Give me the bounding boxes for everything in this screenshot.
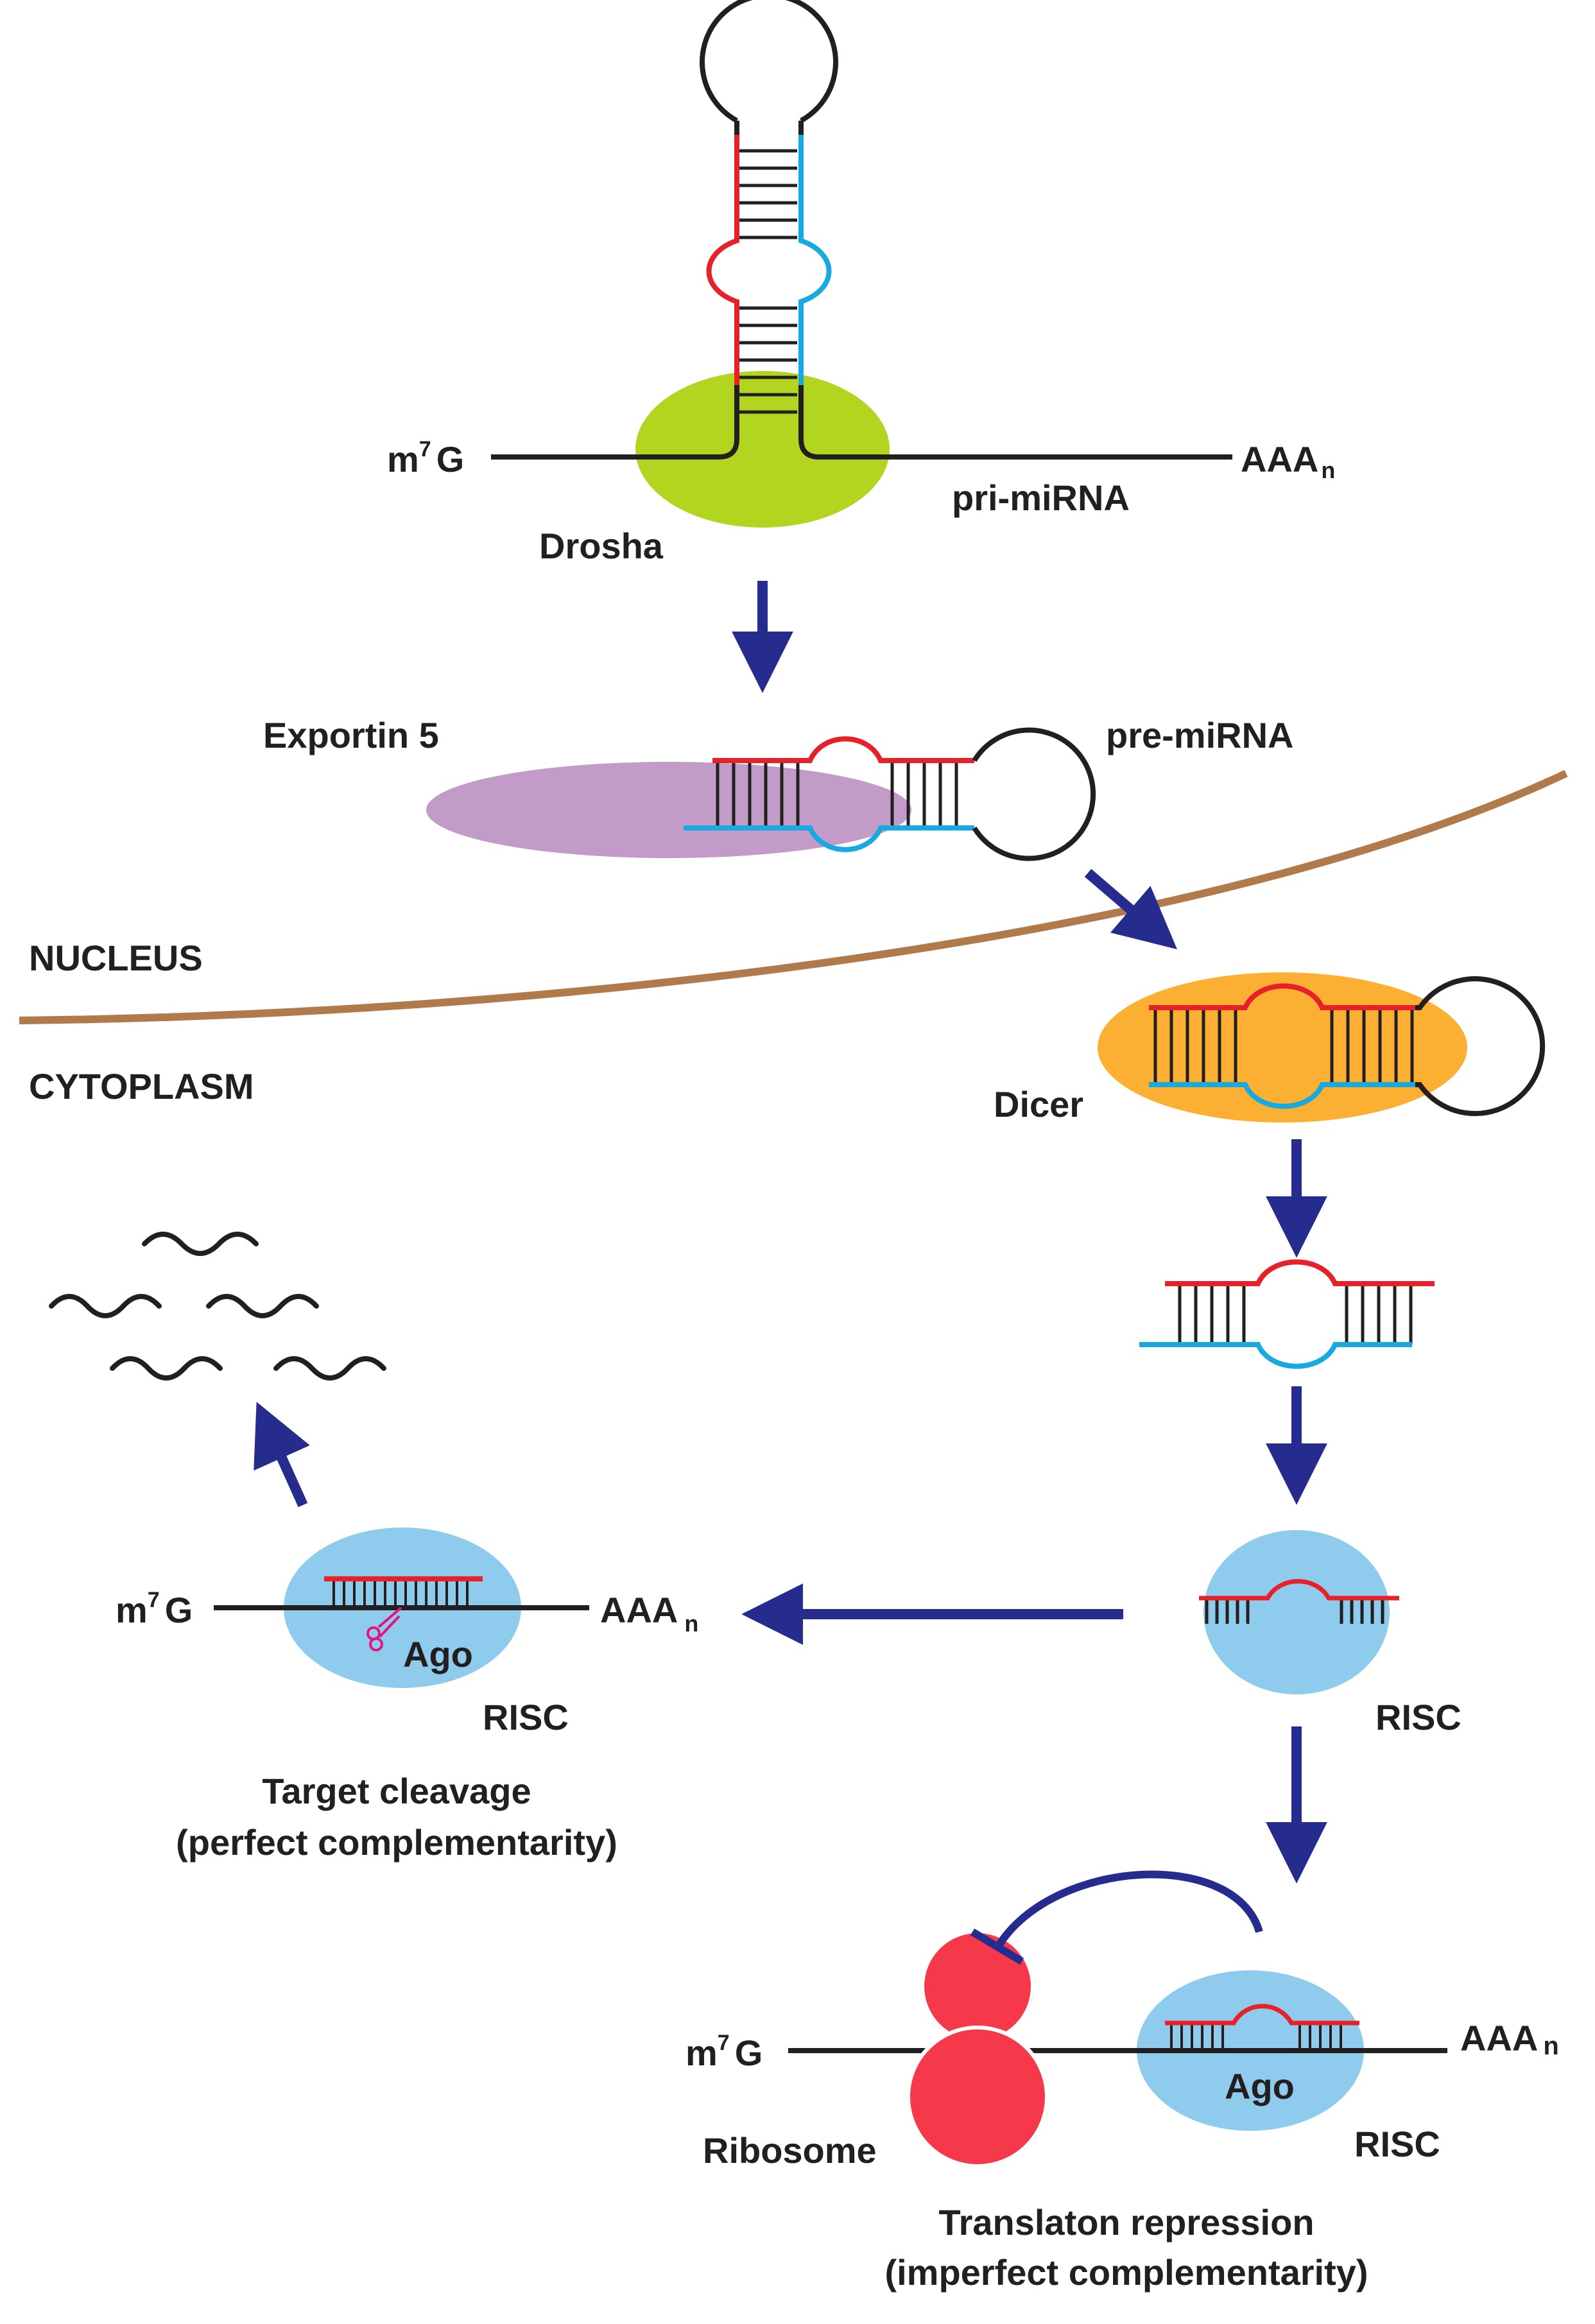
dicer-stage: Dicer xyxy=(994,972,1546,1124)
pre-mirna-base-pairs xyxy=(716,761,958,828)
ribosome-small-subunit xyxy=(924,1933,1031,2040)
drosha-label: Drosha xyxy=(539,526,664,566)
duplex-passenger-strand xyxy=(1139,1342,1412,1369)
drosha-ellipse xyxy=(635,371,890,528)
mrna-fragment xyxy=(49,1294,162,1318)
pri-mirna-right-tail xyxy=(798,385,1232,460)
exportin5-ellipse xyxy=(426,762,911,858)
repression-risc-label: RISC xyxy=(1354,2124,1440,2164)
repression-title: Translaton repression xyxy=(938,2202,1314,2242)
inhibition-arc xyxy=(994,1870,1263,1949)
arrow-cleavage-to-fragments xyxy=(254,1402,310,1508)
pre-mirna-guide-strand xyxy=(712,736,974,763)
degraded-mrna-fragments xyxy=(49,1232,386,1381)
pri-mirna-base-pairs xyxy=(739,149,797,414)
risc-loaded: RISC xyxy=(1199,1530,1461,1737)
pre-mirna-loop xyxy=(972,727,1096,861)
dicer-guide-strand xyxy=(1149,983,1415,1010)
ribosome-label: Ribosome xyxy=(703,2130,877,2171)
exportin5-label: Exportin 5 xyxy=(263,715,439,755)
cleavage-title: Target cleavage xyxy=(262,1771,531,1811)
repression-ago-label: Ago xyxy=(1225,2066,1295,2106)
mrna-fragment xyxy=(206,1294,319,1318)
pri-mirna-guide-strand xyxy=(706,135,739,385)
mrna-fragment xyxy=(142,1232,259,1256)
pre-mirna-label: pre-miRNA xyxy=(1106,715,1293,755)
duplex-guide-strand xyxy=(1165,1259,1435,1286)
pri-mirna-label: pri-miRNA xyxy=(952,478,1130,518)
pri-mirna-terminal-loop xyxy=(700,0,838,123)
mirna-duplex xyxy=(1139,1259,1435,1369)
risc-ellipse xyxy=(1203,1530,1390,1694)
pri-mirna-left-strand-black xyxy=(491,385,739,460)
ribosome-large-subunit xyxy=(906,2026,1049,2168)
nuclear-envelope xyxy=(19,770,1568,1024)
pri-mirna-passenger-strand xyxy=(798,135,832,385)
risc-guide-strand xyxy=(1199,1579,1399,1601)
pre-mirna-passenger-strand xyxy=(684,825,974,852)
dicer-label: Dicer xyxy=(994,1084,1083,1124)
cleavage-risc-label: RISC xyxy=(483,1697,569,1737)
arrow-pre-to-dicer xyxy=(1084,868,1178,950)
duplex-base-pairs xyxy=(1178,1284,1413,1345)
risc-label: RISC xyxy=(1375,1697,1461,1737)
cleavage-ago-label: Ago xyxy=(403,1634,473,1674)
nucleus-label: NUCLEUS xyxy=(29,938,203,978)
cytoplasm-label: CYTOPLASM xyxy=(29,1066,254,1106)
scissors-icon xyxy=(366,1606,402,1651)
mrna-fragment xyxy=(110,1356,223,1381)
inhibition-bar xyxy=(970,1928,1024,1965)
risc-base-stubs xyxy=(1205,1598,1384,1624)
repression-guide-strand xyxy=(1165,2004,1359,2026)
dicer-loop xyxy=(1415,976,1546,1116)
dicer-base-pairs xyxy=(1153,1008,1414,1085)
cleavage-subtitle: (perfect complementarity) xyxy=(176,1822,617,1863)
repression-subtitle: (imperfect complementarity) xyxy=(884,2252,1368,2293)
cleavage-base-pairs xyxy=(332,1579,469,1608)
repression-base-pairs xyxy=(1170,2023,1342,2051)
dicer-passenger-strand xyxy=(1149,1082,1415,1109)
pre-mirna-stage: Exportin 5 pre-miRNA xyxy=(263,715,1293,861)
mrna-fragment xyxy=(273,1356,386,1381)
